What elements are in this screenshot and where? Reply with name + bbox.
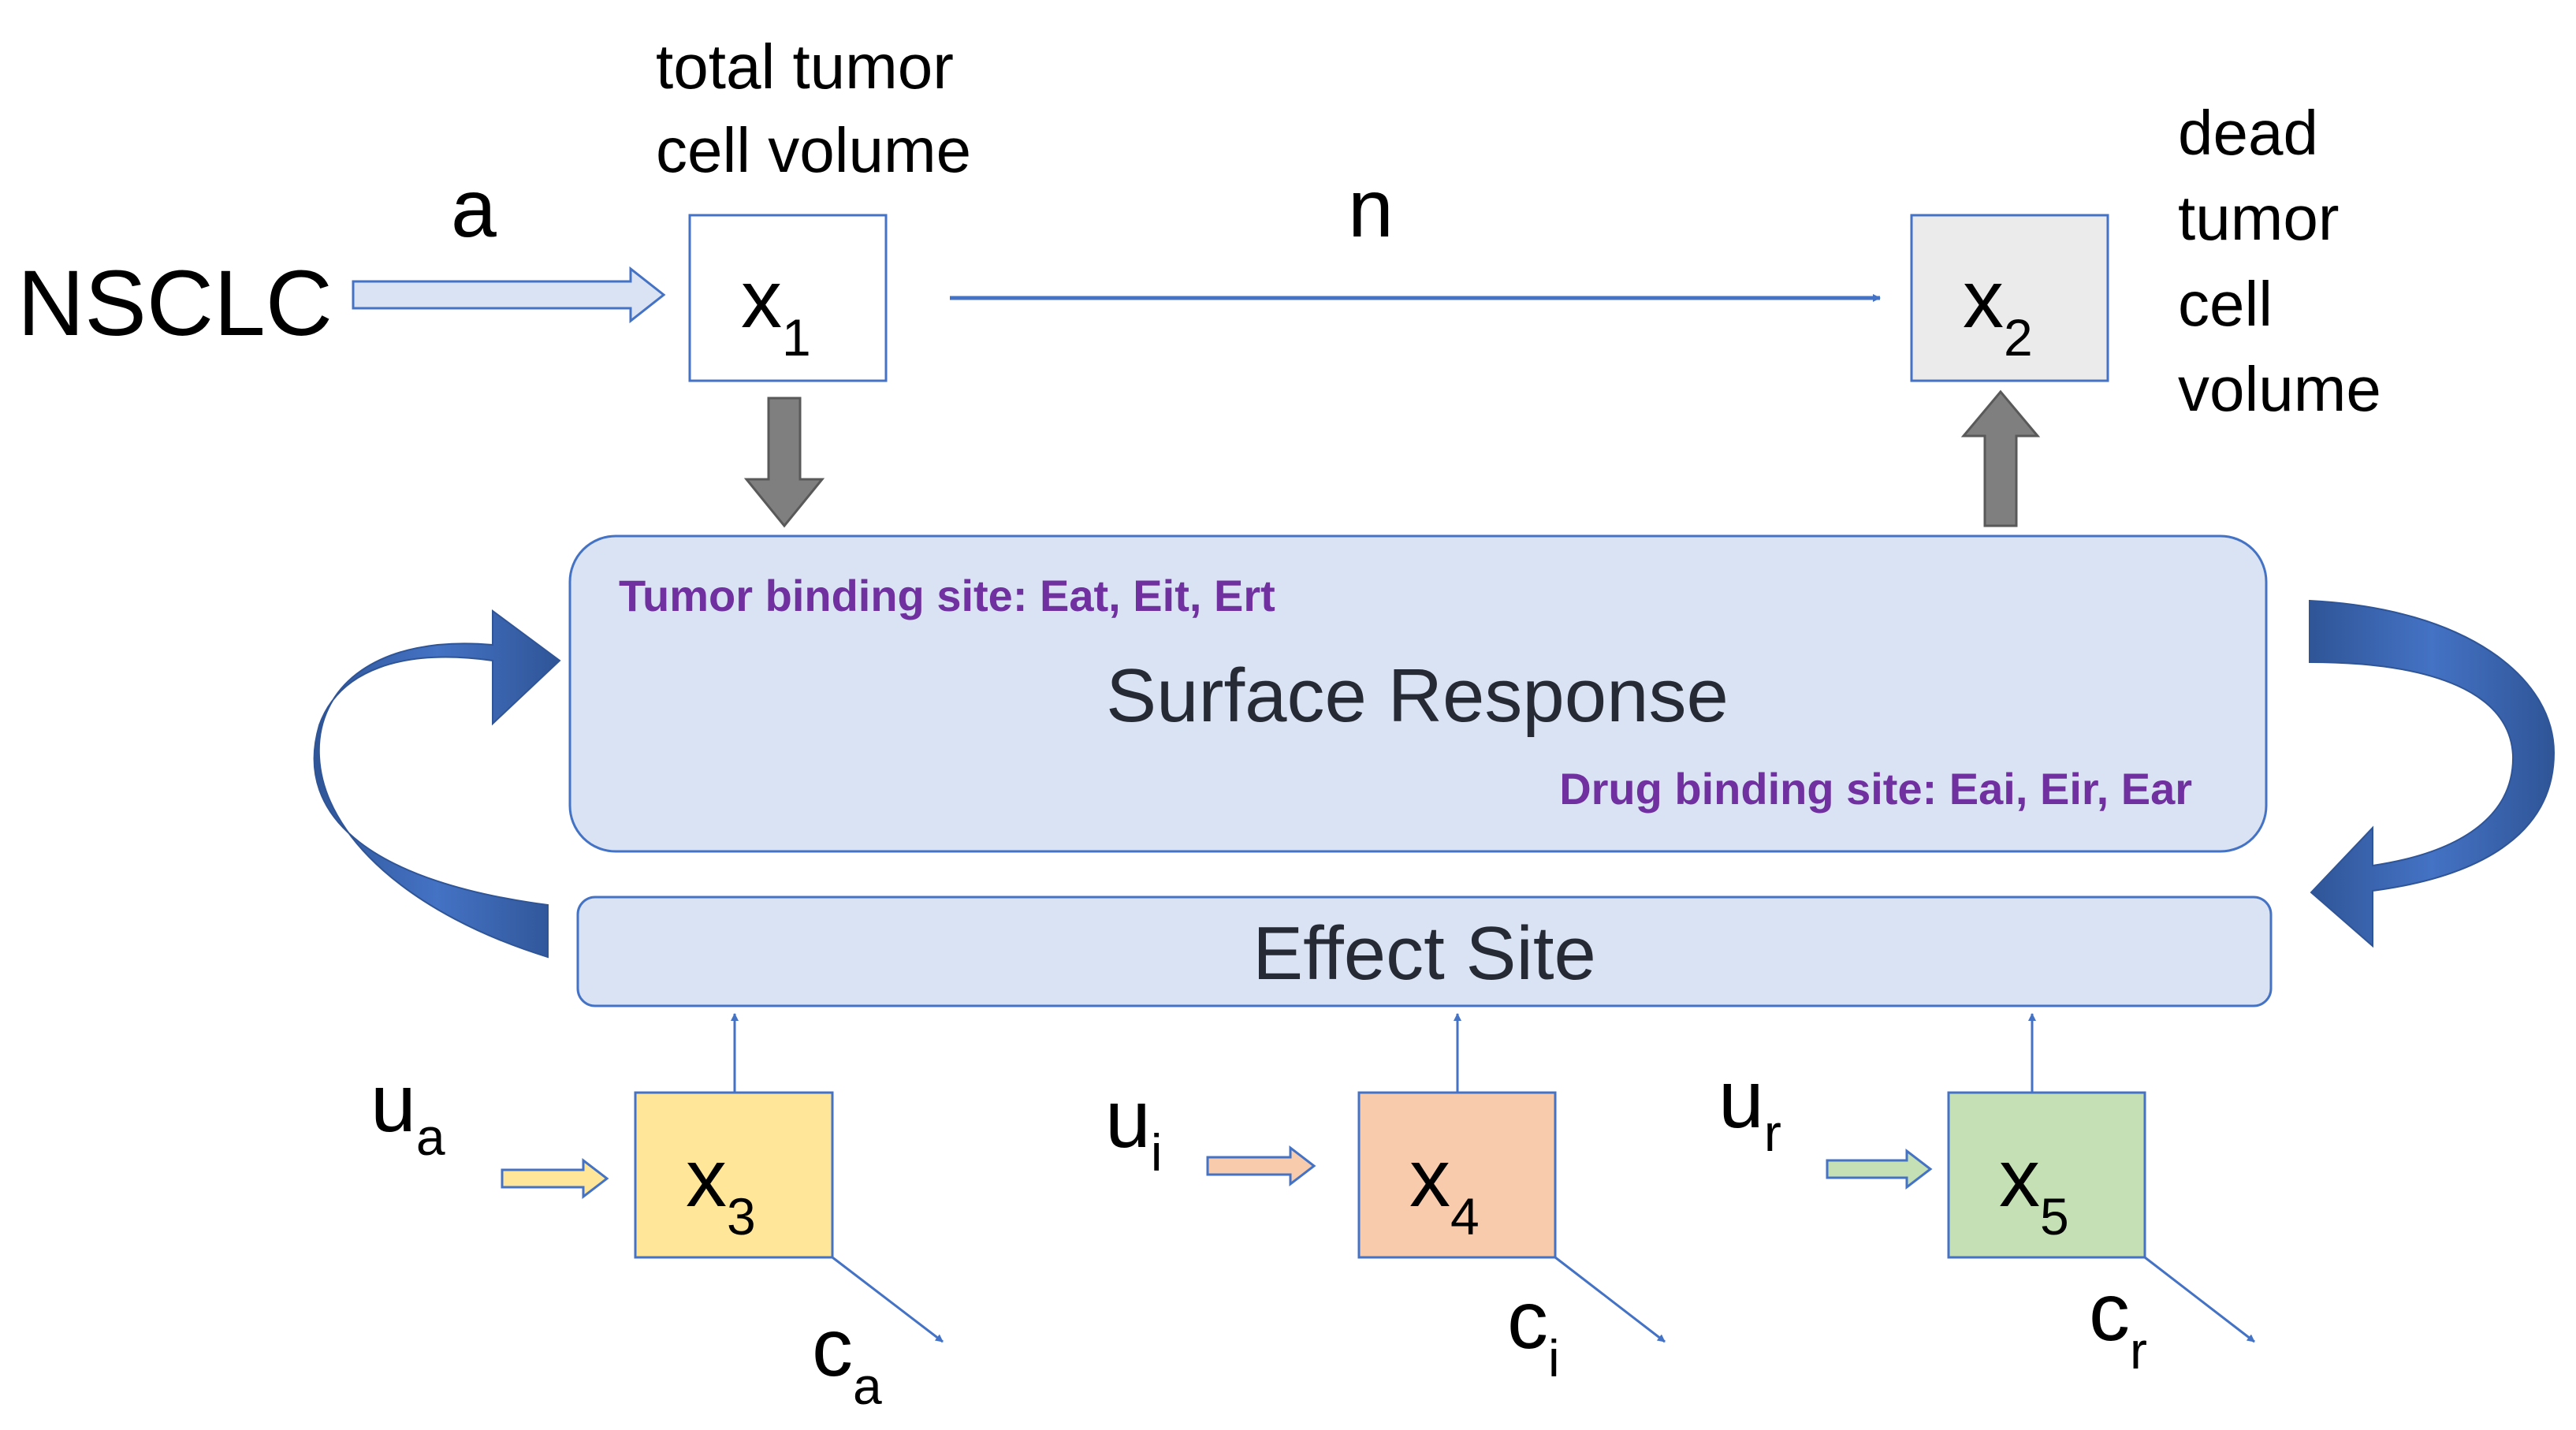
x5-label: x5 xyxy=(1999,1133,2069,1246)
ui-label: ui xyxy=(1105,1074,1163,1182)
input-block-arrow xyxy=(352,266,666,324)
x2-caption-line3: cell xyxy=(2178,269,2273,339)
x5-clearance-arrow xyxy=(2144,1256,2255,1343)
right-curved-arrow xyxy=(2309,599,2556,948)
nsclc-label: NSCLC xyxy=(17,251,333,356)
ur-input-arrow xyxy=(1826,1148,1933,1190)
x2-up-gray-arrow xyxy=(1960,389,2041,527)
x4-box xyxy=(1357,1091,1557,1259)
x5-box xyxy=(1947,1091,2146,1259)
x4-clearance-arrow xyxy=(1554,1256,1666,1343)
rate-a-label: a xyxy=(451,163,497,255)
x3-box xyxy=(634,1091,834,1259)
rate-n-label: n xyxy=(1348,163,1394,255)
x1-caption-line2: cell volume xyxy=(656,115,971,185)
left-curved-arrow xyxy=(313,609,561,959)
x2-box xyxy=(1910,214,2109,382)
x3-clearance-arrow xyxy=(832,1256,944,1343)
x1-caption-line1: total tumor xyxy=(656,32,954,102)
ci-label: ci xyxy=(1507,1275,1560,1387)
ca-label: ca xyxy=(812,1302,882,1415)
ui-input-arrow xyxy=(1206,1145,1316,1187)
x2-caption-line1: dead xyxy=(2178,98,2318,168)
x1-down-gray-arrow xyxy=(743,397,825,528)
surface-response-title: Surface Response xyxy=(1106,654,1729,738)
x1-label: x1 xyxy=(741,254,811,367)
x1-box xyxy=(688,214,888,382)
cr-label: cr xyxy=(2089,1267,2147,1380)
effect-site-box xyxy=(576,896,2273,1007)
drug-binding-site-text: Drug binding site: Eai, Eir, Ear xyxy=(1559,764,2192,814)
tumor-binding-site-text: Tumor binding site: Eat, Eit, Ert xyxy=(619,571,1275,620)
ua-label: ua xyxy=(370,1058,445,1166)
x3-label: x3 xyxy=(686,1133,756,1246)
x2-caption-line4: volume xyxy=(2178,354,2381,424)
ua-input-arrow xyxy=(501,1157,609,1200)
effect-site-title: Effect Site xyxy=(1253,911,1596,996)
x2-caption-line2: tumor xyxy=(2178,183,2340,253)
surface-response-box xyxy=(568,534,2268,853)
ur-label: ur xyxy=(1718,1054,1781,1162)
x2-label: x2 xyxy=(1963,254,2033,367)
x4-label: x4 xyxy=(1409,1133,1480,1246)
